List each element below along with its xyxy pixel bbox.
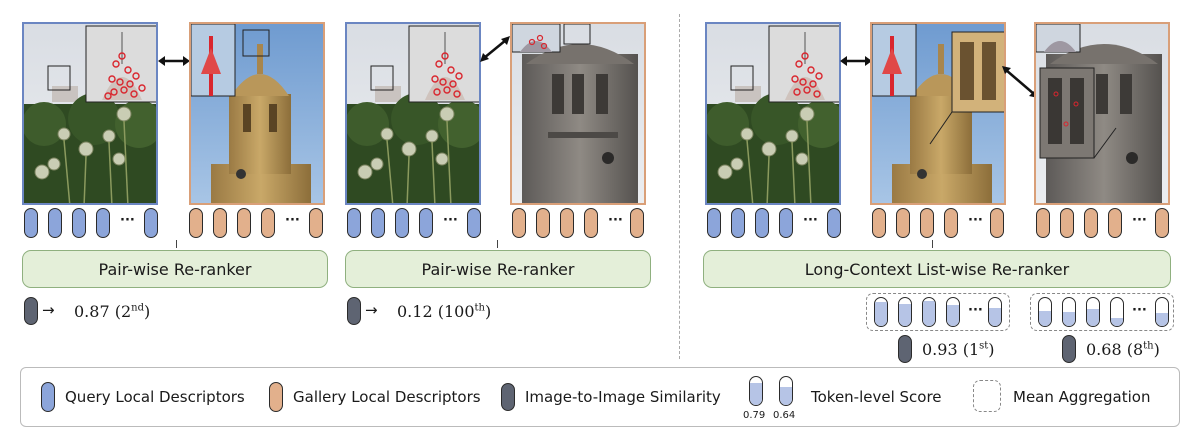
- query-token: [48, 208, 62, 238]
- legend-similarity-swatch: [501, 383, 515, 411]
- gallery-token: [1155, 208, 1169, 238]
- similarity-token: [898, 335, 912, 363]
- gallery-token: [1084, 208, 1098, 238]
- gallery-token: [309, 208, 323, 238]
- section-divider: [679, 14, 680, 359]
- gallery-token: [944, 208, 958, 238]
- ellipsis: ···: [968, 213, 983, 228]
- match-arrow: [480, 36, 510, 62]
- down-arrow: [932, 240, 933, 248]
- down-arrow: [497, 240, 498, 248]
- ellipsis: ···: [968, 303, 983, 318]
- query-token: [395, 208, 409, 238]
- query-token: [707, 208, 721, 238]
- query-token: [755, 208, 769, 238]
- arrow-icon: →: [365, 301, 378, 319]
- legend-similarity-label: Image-to-Image Similarity: [525, 388, 721, 406]
- query-token: [144, 208, 158, 238]
- ellipsis: ···: [1132, 303, 1147, 318]
- query-token: [827, 208, 841, 238]
- gallery-token: [213, 208, 227, 238]
- legend-token-score-swatch: [749, 376, 763, 406]
- legend-mean-label: Mean Aggregation: [1013, 388, 1151, 406]
- legend-query-label: Query Local Descriptors: [65, 388, 245, 406]
- token-score: [1155, 297, 1169, 327]
- query-image: [705, 22, 841, 205]
- legend-token-score-swatch: [779, 376, 793, 406]
- gallery-token: [920, 208, 934, 238]
- legend-gallery-swatch: [269, 382, 283, 412]
- query-token: [371, 208, 385, 238]
- token-score: [1086, 297, 1100, 327]
- ellipsis: ···: [803, 213, 818, 228]
- legend-token-value: 0.79: [743, 410, 766, 421]
- legend-mean-swatch: [973, 380, 1001, 412]
- gallery-image: [510, 22, 646, 205]
- similarity-token: [347, 297, 361, 325]
- gallery-image: [1034, 22, 1170, 205]
- gallery-token: [512, 208, 526, 238]
- legend-query-swatch: [41, 382, 55, 412]
- gallery-token: [872, 208, 886, 238]
- pairwise-reranker: Pair-wise Re-ranker: [345, 250, 651, 288]
- legend-token-score-label: Token-level Score: [811, 388, 942, 406]
- similarity-token: [24, 297, 38, 325]
- ellipsis: ···: [443, 213, 458, 228]
- query-image: [22, 22, 158, 205]
- gallery-token: [261, 208, 275, 238]
- query-token: [96, 208, 110, 238]
- gallery-token: [1108, 208, 1122, 238]
- match-arrow: [840, 56, 872, 66]
- ellipsis: ···: [120, 213, 135, 228]
- ellipsis: ···: [285, 213, 300, 228]
- similarity-score: 0.12 (100th): [397, 302, 492, 321]
- query-image: [345, 22, 481, 205]
- similarity-score: 0.93 (1st): [922, 340, 995, 359]
- gallery-token: [536, 208, 550, 238]
- arrow-icon: →: [42, 301, 55, 319]
- gallery-token: [1060, 208, 1074, 238]
- token-score: [874, 297, 888, 327]
- legend: Query Local Descriptors Gallery Local De…: [20, 367, 1180, 427]
- token-score: [1038, 297, 1052, 327]
- token-score: [898, 297, 912, 327]
- gallery-image: [189, 22, 325, 205]
- down-arrow: [176, 240, 177, 248]
- gallery-token: [584, 208, 598, 238]
- similarity-score: 0.68 (8th): [1086, 340, 1160, 359]
- ellipsis: ···: [1132, 213, 1147, 228]
- gallery-token: [1036, 208, 1050, 238]
- ellipsis: ···: [608, 213, 623, 228]
- query-token: [779, 208, 793, 238]
- mean-aggregation-box: [866, 293, 1010, 331]
- gallery-image: [870, 22, 1006, 205]
- token-score: [946, 297, 960, 327]
- listwise-reranker: Long-Context List-wise Re-ranker: [703, 250, 1171, 288]
- query-token: [467, 208, 481, 238]
- query-token: [419, 208, 433, 238]
- gallery-token: [189, 208, 203, 238]
- token-score: [1110, 297, 1124, 327]
- token-score: [1062, 297, 1076, 327]
- similarity-token: [1062, 335, 1076, 363]
- legend-gallery-label: Gallery Local Descriptors: [293, 388, 481, 406]
- gallery-token: [560, 208, 574, 238]
- gallery-token: [896, 208, 910, 238]
- match-arrow: [158, 56, 190, 66]
- gallery-token: [237, 208, 251, 238]
- token-score: [988, 297, 1002, 327]
- query-token: [347, 208, 361, 238]
- gallery-token: [990, 208, 1004, 238]
- gallery-token: [630, 208, 644, 238]
- pairwise-reranker: Pair-wise Re-ranker: [22, 250, 328, 288]
- similarity-score: 0.87 (2nd): [74, 302, 151, 321]
- token-score: [922, 297, 936, 327]
- mean-aggregation-box: [1030, 293, 1174, 331]
- query-token: [731, 208, 745, 238]
- query-token: [72, 208, 86, 238]
- legend-token-value: 0.64: [773, 410, 796, 421]
- query-token: [24, 208, 38, 238]
